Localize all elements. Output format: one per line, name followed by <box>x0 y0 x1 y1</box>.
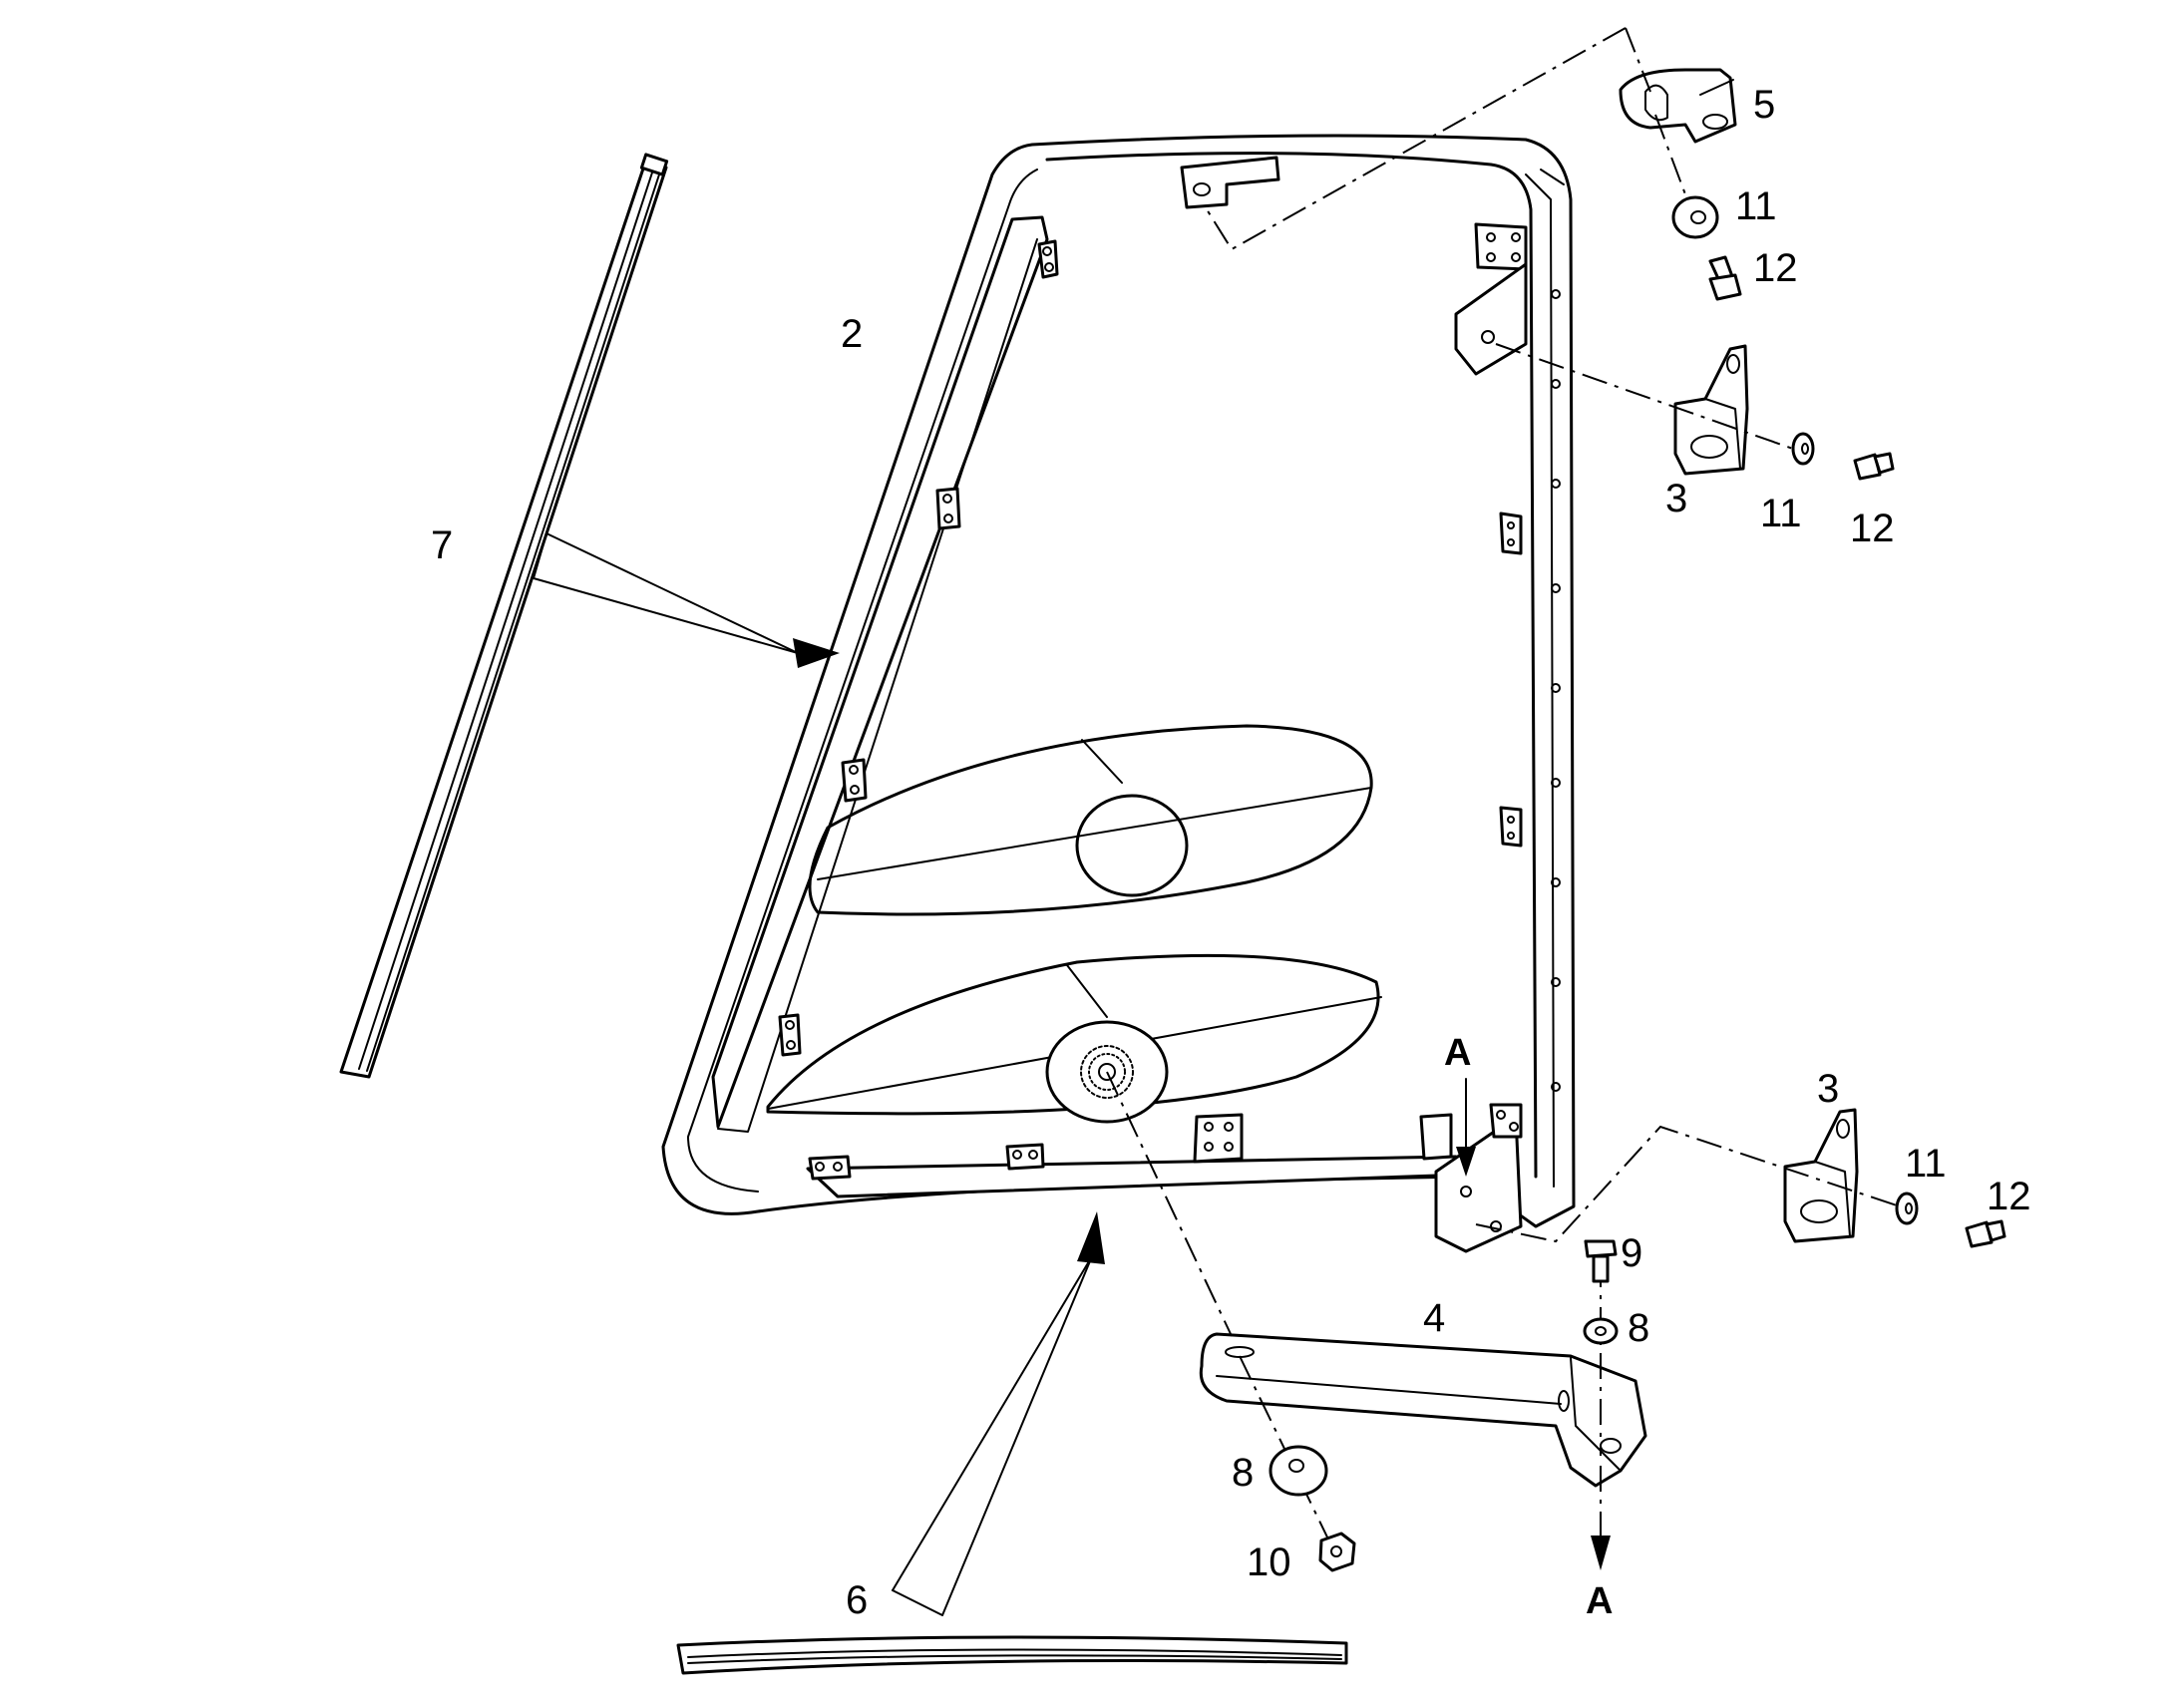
callout-12: 12 <box>1850 507 1895 550</box>
washer-11-top <box>1671 195 1719 239</box>
mirror-glass-upper <box>808 724 1373 916</box>
callout-4: 4 <box>1423 1296 1445 1340</box>
bolt-12-lower <box>1965 1219 2006 1248</box>
callout-11: 11 <box>1760 492 1802 535</box>
callout-7: 7 <box>431 523 453 567</box>
callout-5: 5 <box>1753 83 1775 127</box>
view-arrow-a-top <box>1456 1078 1476 1177</box>
bottom-seal-part-6 <box>676 1635 1348 1675</box>
callout-10: 10 <box>1247 1540 1291 1584</box>
leader-arrow-7 <box>533 532 840 668</box>
callout-8: 8 <box>1232 1451 1254 1495</box>
angle-bracket-part-3-lower <box>1783 1108 1859 1243</box>
callout-3: 3 <box>1665 477 1687 520</box>
washer-11-upper <box>1791 432 1815 466</box>
washer-8-top <box>1583 1317 1619 1345</box>
view-arrow-a-bottom <box>1591 1515 1611 1570</box>
callout-6: 6 <box>846 1578 868 1622</box>
frame-holes <box>1551 289 1561 1092</box>
callout-3: 3 <box>1817 1067 1839 1111</box>
callout-8: 8 <box>1628 1306 1649 1350</box>
washer-8-bottom <box>1269 1445 1328 1497</box>
bolt-9 <box>1584 1239 1618 1283</box>
callout-12: 12 <box>1987 1175 2031 1218</box>
seal-strip-part-7 <box>339 153 669 1079</box>
dash-line-5 <box>1206 27 1686 251</box>
dash-line-3-lower <box>1475 1125 1916 1243</box>
view-label-a: A <box>1444 1032 1471 1074</box>
callout-9: 9 <box>1621 1231 1642 1275</box>
callout-11: 11 <box>1735 184 1777 228</box>
clip-bracket-part-5 <box>1619 68 1737 144</box>
window-frame-part-2 <box>661 134 1576 1253</box>
leader-arrow-6 <box>892 1211 1105 1616</box>
bolt-12-upper <box>1853 452 1895 481</box>
angle-bracket-part-3-upper <box>1673 344 1749 476</box>
callout-2: 2 <box>841 312 863 356</box>
view-label-a: A <box>1586 1580 1613 1622</box>
washer-11-lower <box>1895 1192 1919 1225</box>
nut-10 <box>1318 1532 1356 1572</box>
support-arm-part-4 <box>1199 1332 1647 1488</box>
callout-11: 11 <box>1905 1142 1947 1186</box>
dash-line-3-upper <box>1495 343 1808 455</box>
callout-12: 12 <box>1753 246 1798 290</box>
mirror-glass-lower <box>766 953 1382 1124</box>
bolt-12-top <box>1708 255 1742 301</box>
